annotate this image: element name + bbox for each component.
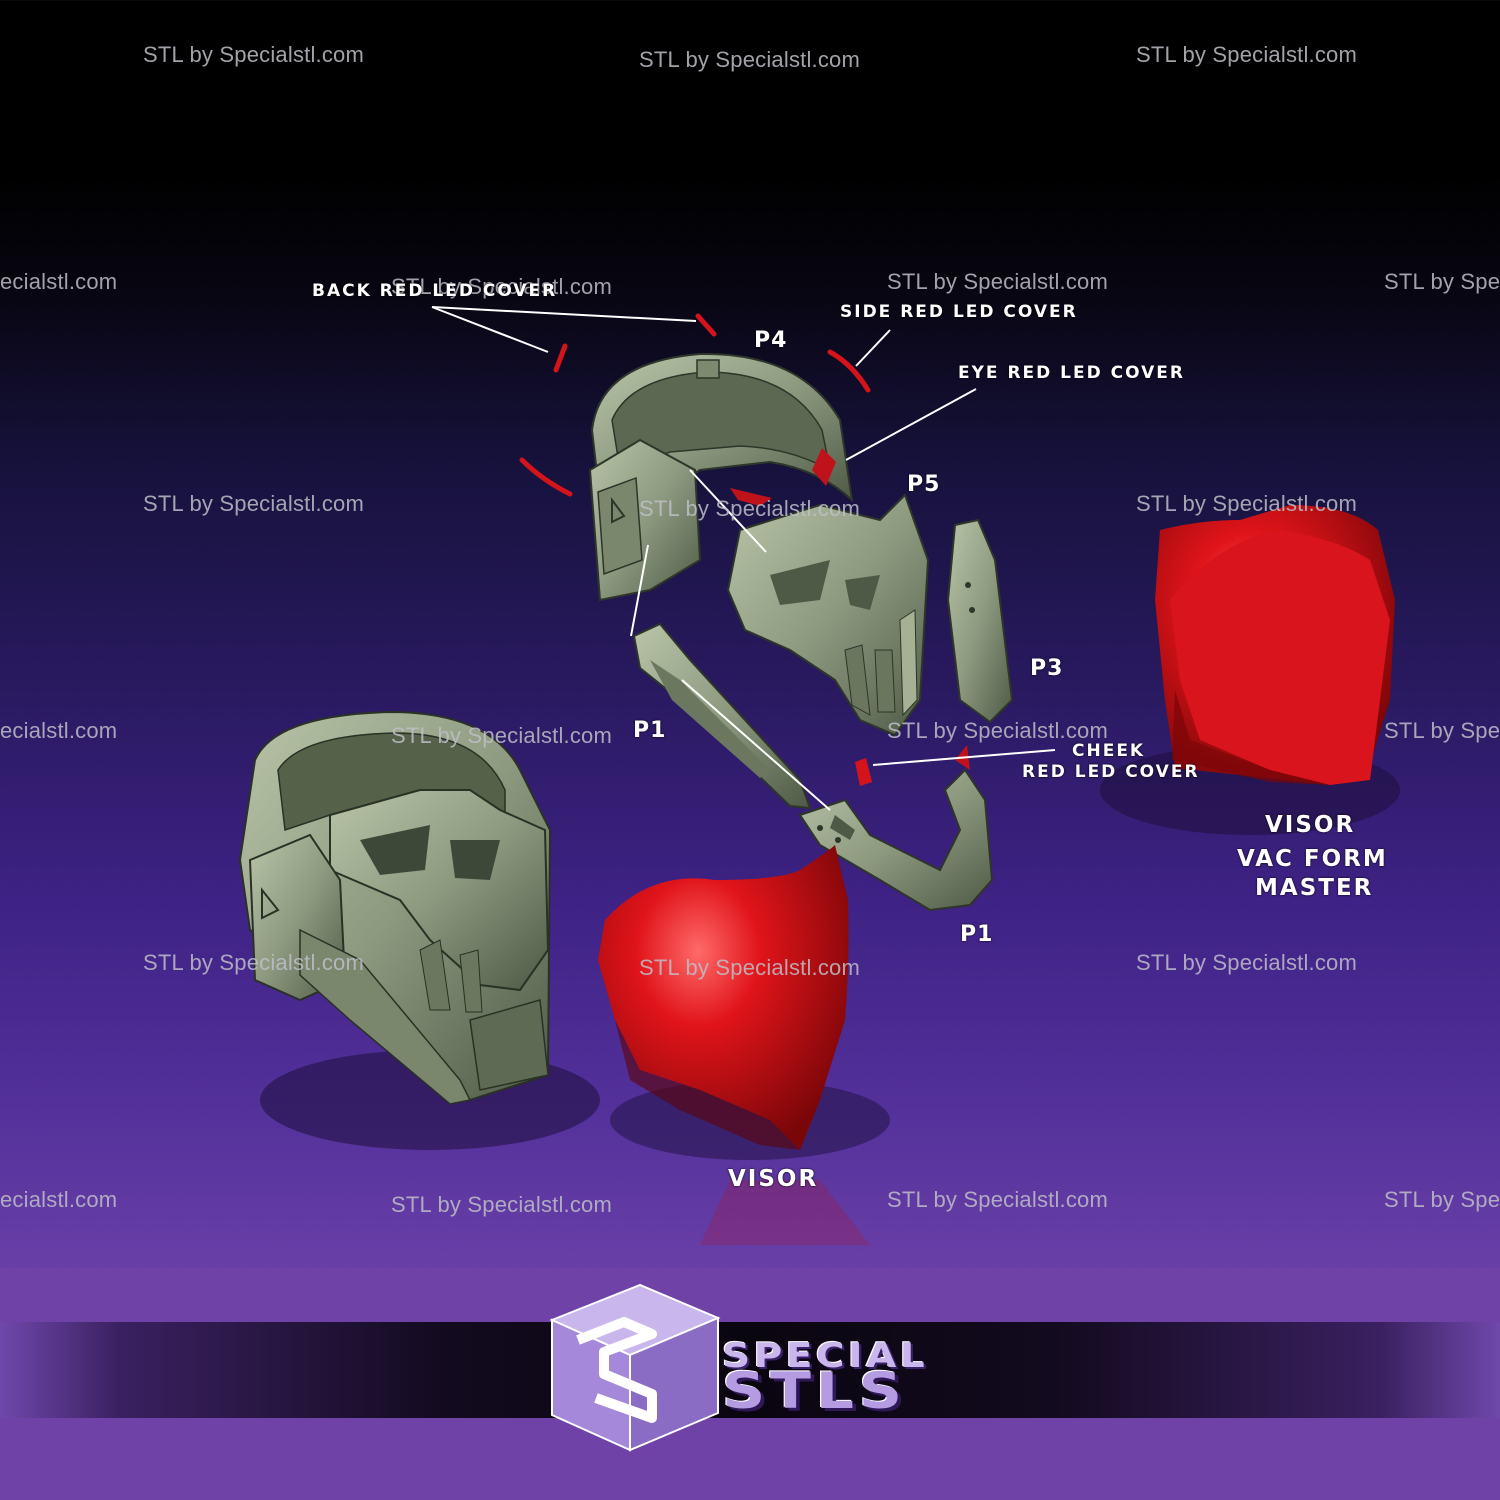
label-vac-visor: VISOR [1265,812,1356,838]
watermark-partial: ecialstl.com [0,718,118,743]
label-p3: P3 [1030,656,1064,681]
label-vac-master: MASTER [1255,875,1374,901]
watermark: STL by Specialstl.com [639,496,861,521]
footer-band-dark [0,1322,1500,1418]
label-cheek-red-led-cover: RED LED COVER [1022,762,1200,782]
watermark-partial: STL by Spec [1384,718,1500,743]
visor-reflection [700,1180,870,1245]
part-side-bracket [588,438,702,602]
footer-band-top [0,1268,1500,1324]
watermark-partial: ecialstl.com [0,1187,118,1212]
watermark: STL by Specialstl.com [639,47,861,72]
visor-vac-form-master [1155,505,1395,785]
label-p1-lower: P1 [960,922,994,947]
watermark-partial: STL by Spec [1384,1187,1500,1212]
watermark: STL by Specialstl.com [143,491,365,516]
special-stls-logo-cube-front [549,1283,721,1452]
watermark: STL by Specialstl.com [887,1187,1109,1212]
watermark: STL by Specialstl.com [391,1192,613,1217]
watermark: STL by Specialstl.com [1136,491,1358,516]
watermark: STL by Specialstl.com [391,723,613,748]
back-led-cover-piece-1 [695,313,717,337]
cheek-led-cover-piece [855,758,872,786]
label-side-red-led-cover: SIDE RED LED COVER [840,302,1078,322]
label-p1-upper: P1 [633,718,667,743]
watermark: STL by Specialstl.com [1136,42,1358,67]
logo-word-stls: STLS [722,1362,907,1420]
watermark: STL by Specialstl.com [887,718,1109,743]
part-p5-faceplate [726,493,930,737]
visor-part [598,845,849,1150]
watermark: STL by Specialstl.com [639,955,861,980]
footer-band-bottom [0,1418,1500,1500]
part-p3-side [946,518,1014,724]
side-led-cover-piece-left [519,457,573,497]
logo-word-special: SPECIAL [722,1336,929,1376]
watermark: STL by Specialstl.com [143,42,365,67]
label-visor: VISOR [728,1166,819,1192]
watermark-partial: ecialstl.com [0,269,118,294]
label-back-red-led-cover: BACK RED LED COVER [312,281,558,301]
watermark-partial: STL by Spec [1384,269,1500,294]
back-led-cover-piece-2 [553,343,568,373]
watermark: STL by Specialstl.com [887,269,1109,294]
label-p4: P4 [754,328,788,353]
watermark: STL by Specialstl.com [143,950,365,975]
side-led-cover-piece-right [827,349,871,393]
watermark: STL by Specialstl.com [391,274,613,299]
callout-lines [431,306,1056,811]
label-cheek: CHEEK [1072,741,1146,761]
label-vac-form: VAC FORM [1237,846,1388,872]
label-p5: P5 [907,472,941,497]
assembled-mask [238,710,552,1105]
watermark: STL by Specialstl.com [1136,950,1358,975]
label-eye-red-led-cover: EYE RED LED COVER [958,363,1185,383]
